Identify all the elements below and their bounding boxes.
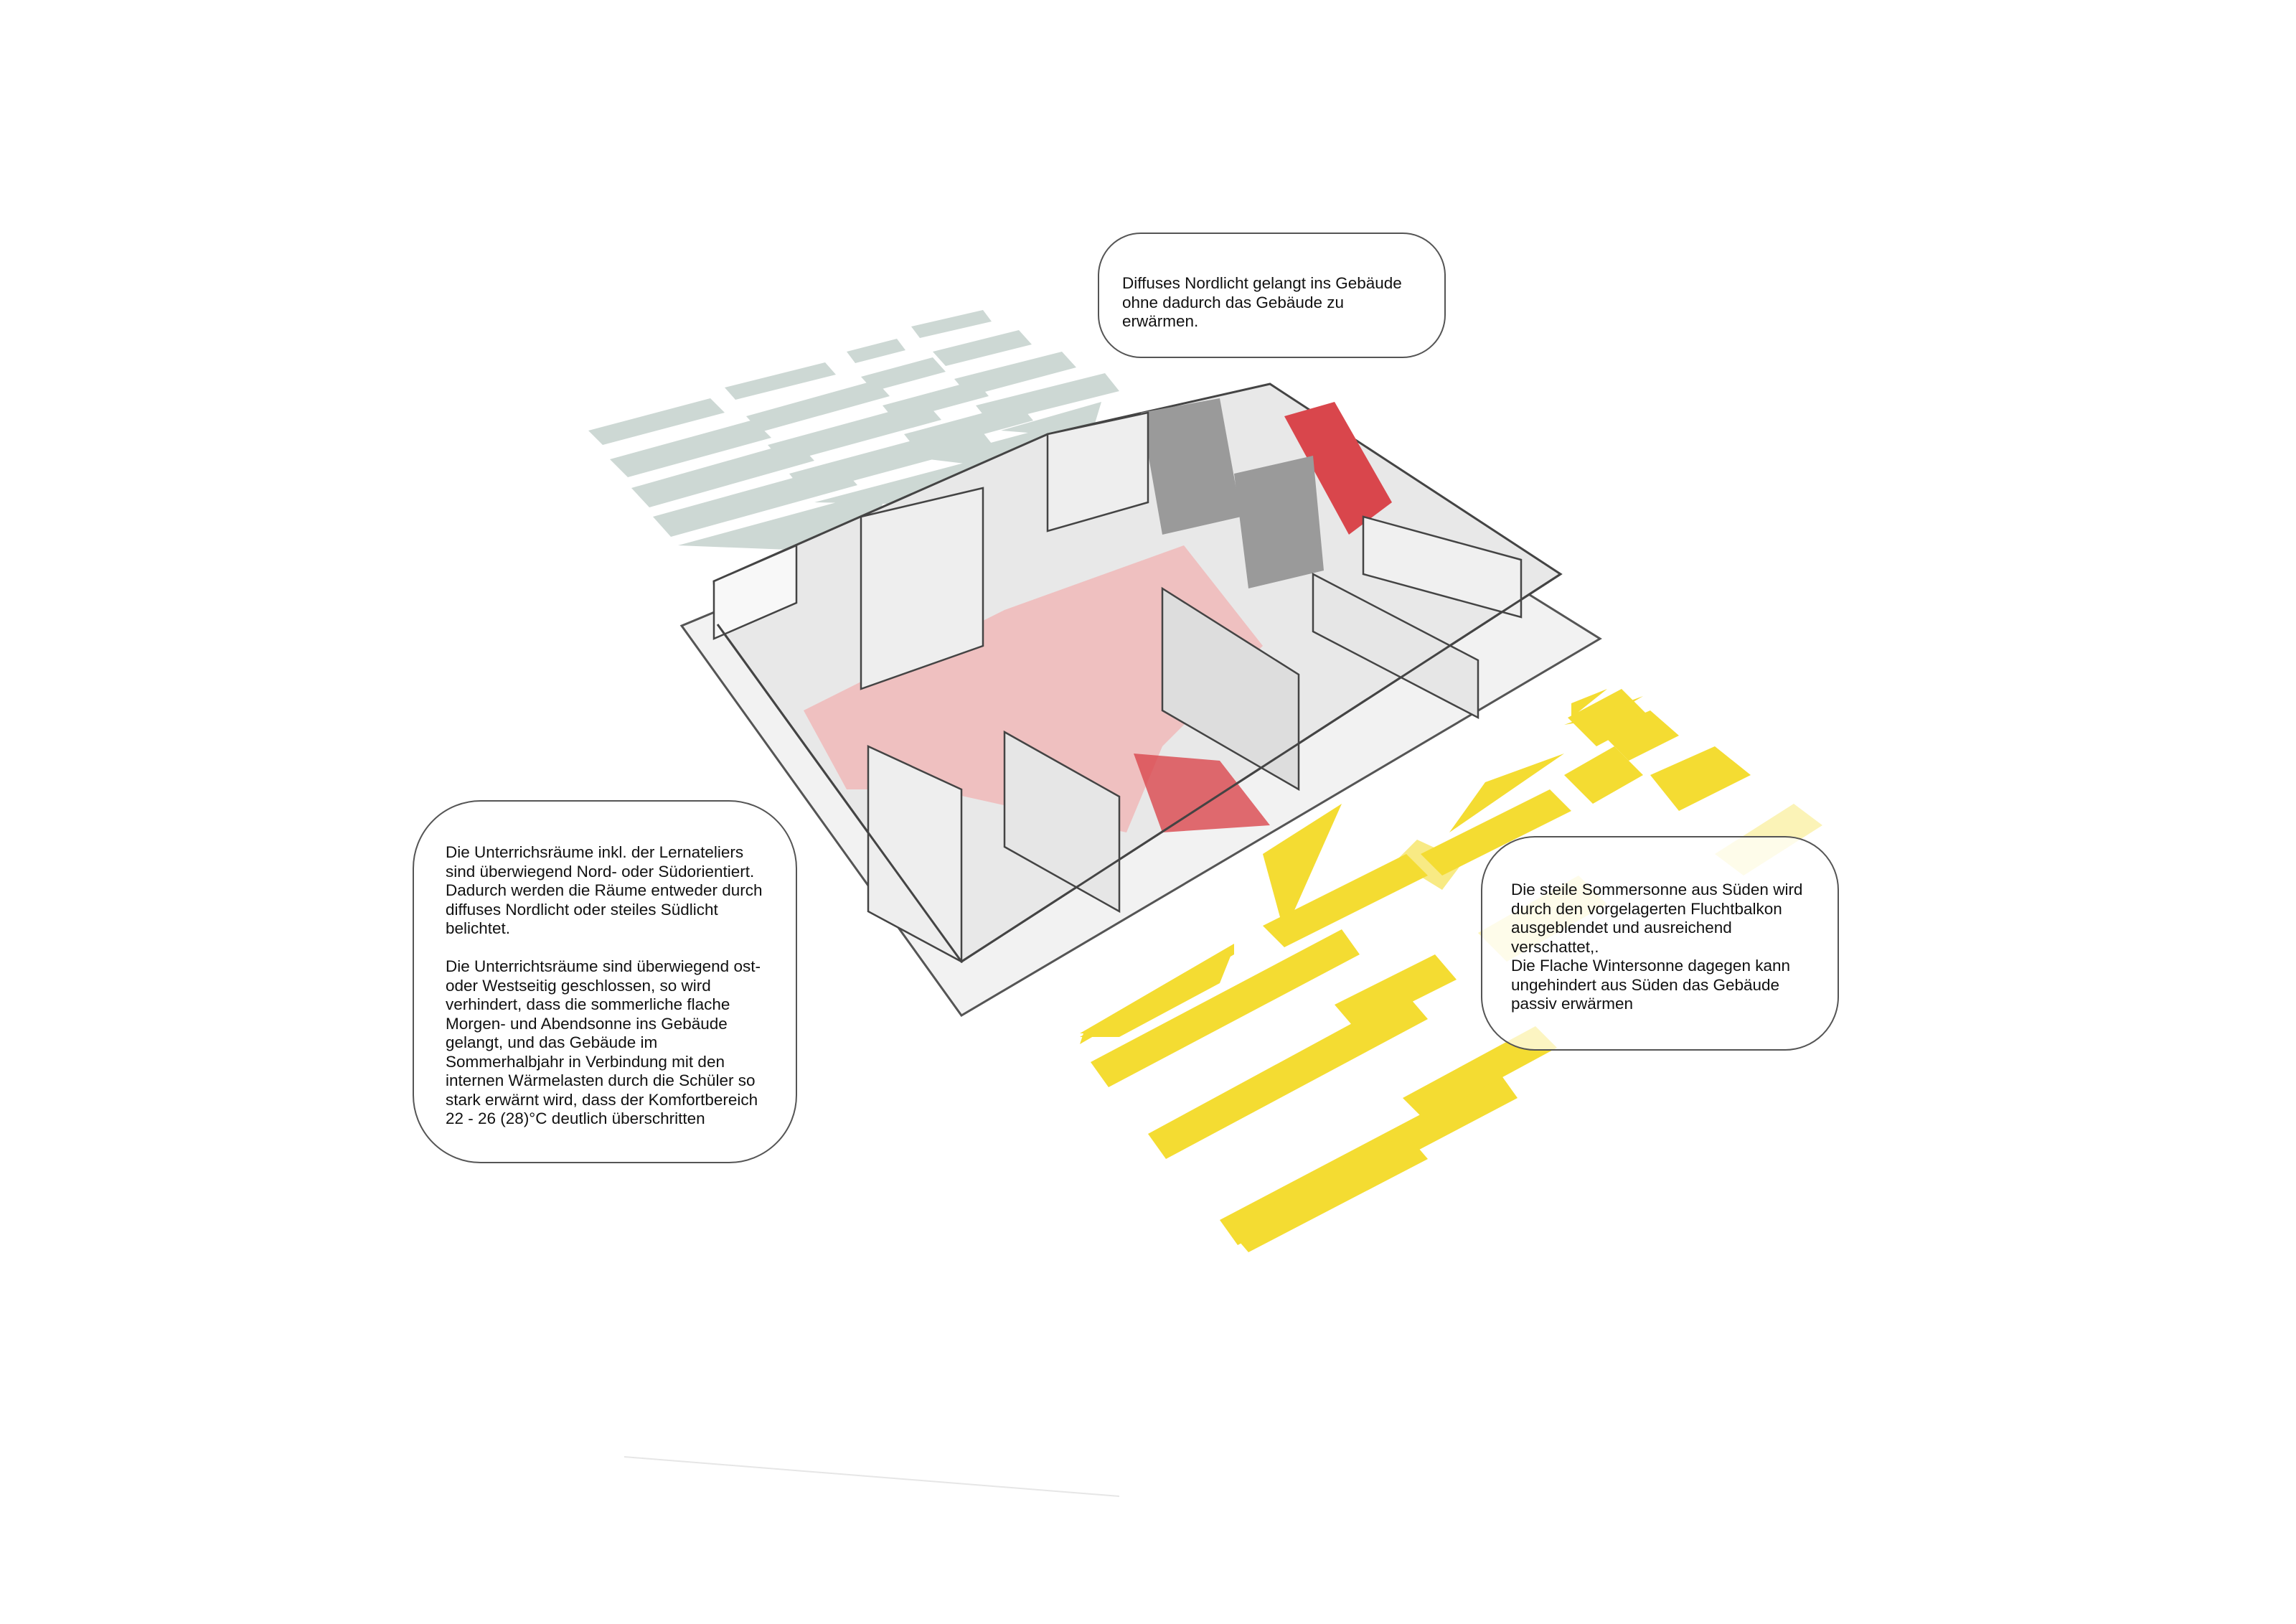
red-stair-lower [1134, 754, 1270, 832]
building [679, 382, 1602, 1017]
callout-north-text: Diffuses Nordlicht gelangt ins Gebäude o… [1122, 274, 1402, 330]
callout-south-sun: Die steile Sommersonne aus Süden wird du… [1481, 836, 1839, 1051]
callout-north-light: Diffuses Nordlicht gelangt ins Gebäude o… [1098, 233, 1446, 358]
callout-east-west-text: Die Unterrichsräume inkl. der Lernatelie… [446, 843, 763, 1127]
callout-east-west: Die Unterrichsräume inkl. der Lernatelie… [413, 800, 797, 1163]
service-core [1141, 398, 1241, 535]
ground-line [624, 1456, 1120, 1497]
service-core-2 [1234, 456, 1324, 588]
callout-south-text: Die steile Sommersonne aus Süden wird du… [1511, 881, 1803, 1013]
red-stair [1284, 402, 1392, 535]
